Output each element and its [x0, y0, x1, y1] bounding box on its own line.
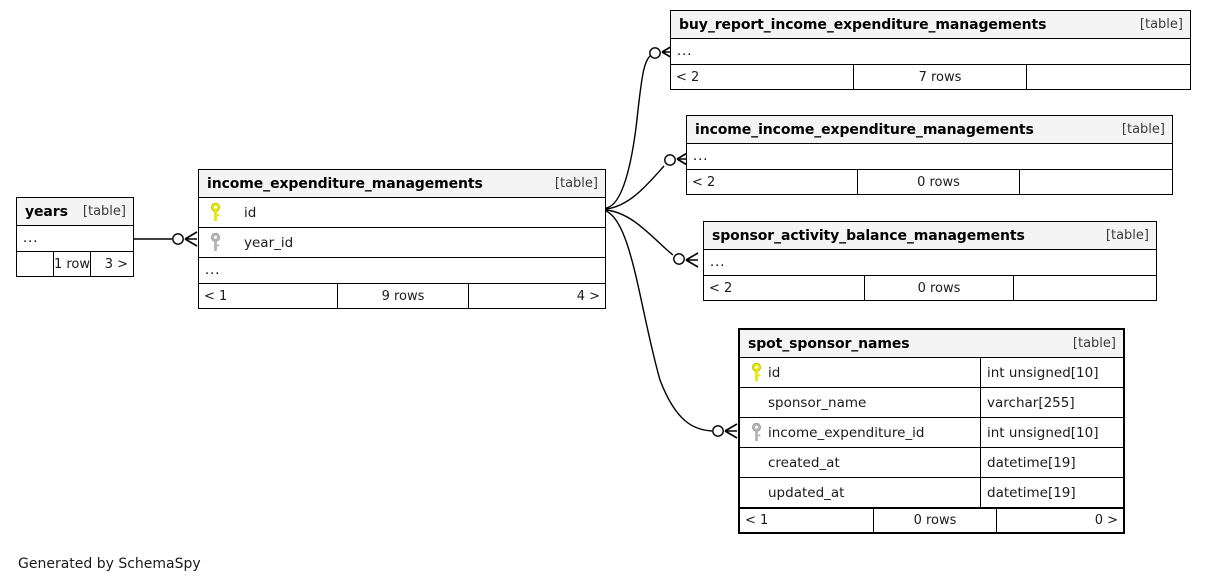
footer-parents-count: < 1 — [745, 513, 769, 528]
column-cell: id — [199, 198, 605, 227]
table-footer: < 2 0 rows — [687, 170, 1172, 194]
edge-income-expenditure-managements-to-buy-report — [605, 44, 675, 209]
column-name: id — [244, 204, 257, 221]
foreign-key-icon — [207, 233, 223, 252]
footer-row-count: 0 rows — [873, 509, 996, 532]
column-name: created_at — [768, 454, 840, 471]
hidden-columns-ellipsis: ... — [199, 258, 605, 284]
table-buy-report-income-expenditure-managements[interactable]: buy_report_income_expenditure_management… — [670, 10, 1191, 90]
table-header: years [table] — [17, 198, 133, 226]
table-kind-label: [table] — [82, 204, 126, 219]
footer-row-count: 1 row — [53, 252, 90, 276]
footer-row-count: 9 rows — [337, 284, 468, 308]
table-footer: < 1 0 rows 0 > — [740, 508, 1123, 532]
column-name: income_expenditure_id — [768, 424, 925, 441]
primary-key-icon — [207, 203, 223, 222]
table-sponsor-activity-balance-managements[interactable]: sponsor_activity_balance_managements [ta… — [703, 221, 1157, 301]
edge-years-to-income-expenditure-managements — [133, 231, 198, 247]
column-type: datetime[19] — [980, 478, 1123, 507]
column-cell: year_id — [199, 228, 605, 257]
table-row[interactable]: sponsor_name varchar[255] — [740, 388, 1123, 418]
column-type: int unsigned[10] — [980, 358, 1123, 387]
table-name: sponsor_activity_balance_managements — [712, 227, 1025, 244]
table-row[interactable]: id int unsigned[10] — [740, 358, 1123, 388]
footer-parents-count: < 2 — [692, 174, 716, 190]
footer-row-count: 0 rows — [857, 170, 1019, 194]
column-cell: income_expenditure_id — [740, 418, 980, 447]
column-cell: updated_at — [740, 478, 980, 507]
footer-children-count — [1026, 65, 1190, 89]
footer-row-count: 7 rows — [853, 65, 1026, 89]
table-kind-label: [table] — [1121, 122, 1165, 137]
table-row[interactable]: income_expenditure_id int unsigned[10] — [740, 418, 1123, 448]
column-name: id — [768, 364, 781, 381]
table-kind-label: [table] — [1139, 17, 1183, 32]
table-row[interactable]: created_at datetime[19] — [740, 448, 1123, 478]
table-header: buy_report_income_expenditure_management… — [671, 11, 1190, 39]
table-footer: 1 row 3 > — [17, 252, 133, 276]
hidden-columns-ellipsis: ... — [687, 144, 1172, 170]
table-spot-sponsor-names[interactable]: spot_sponsor_names [table] id int unsign… — [738, 328, 1125, 534]
table-name: years — [25, 203, 68, 220]
table-name: income_expenditure_managements — [207, 175, 483, 192]
column-type: varchar[255] — [980, 388, 1123, 417]
column-cell: created_at — [740, 448, 980, 477]
footer-row-count: 0 rows — [864, 276, 1013, 300]
column-name: sponsor_name — [768, 394, 867, 411]
table-row[interactable]: id — [199, 198, 605, 228]
table-header: income_expenditure_managements [table] — [199, 170, 605, 198]
foreign-key-icon — [748, 423, 764, 442]
footer-children-count: 0 > — [996, 509, 1123, 532]
column-name: year_id — [244, 234, 294, 251]
column-cell: id — [740, 358, 980, 387]
table-income-expenditure-managements[interactable]: income_expenditure_managements [table] i… — [198, 169, 606, 309]
footer-children-count — [1019, 170, 1172, 194]
footer-children-count: 4 > — [468, 284, 605, 308]
table-name: income_income_expenditure_managements — [695, 121, 1034, 138]
column-name: updated_at — [768, 484, 845, 501]
table-name: spot_sponsor_names — [748, 335, 910, 352]
table-kind-label: [table] — [1072, 336, 1116, 351]
primary-key-icon — [748, 363, 764, 382]
edge-income-expenditure-managements-to-income-income — [605, 151, 690, 210]
footer-parents-count: < 2 — [709, 280, 733, 296]
table-years[interactable]: years [table] ... 1 row 3 > — [16, 197, 134, 277]
diagram-caption: Generated by SchemaSpy — [18, 556, 201, 572]
column-type: int unsigned[10] — [980, 418, 1123, 447]
hidden-columns-ellipsis: ... — [704, 250, 1156, 276]
table-header: spot_sponsor_names [table] — [740, 330, 1123, 358]
footer-children-count: 3 > — [90, 252, 133, 276]
footer-children-count — [1013, 276, 1156, 300]
table-income-income-expenditure-managements[interactable]: income_income_expenditure_managements [t… — [686, 115, 1173, 195]
table-footer: < 2 0 rows — [704, 276, 1156, 300]
table-kind-label: [table] — [1105, 228, 1149, 243]
edge-income-expenditure-managements-to-sponsor-activity — [605, 209, 699, 268]
column-type: datetime[19] — [980, 448, 1123, 477]
table-row[interactable]: updated_at datetime[19] — [740, 478, 1123, 508]
table-footer: < 1 9 rows 4 > — [199, 284, 605, 308]
table-header: sponsor_activity_balance_managements [ta… — [704, 222, 1156, 250]
table-kind-label: [table] — [554, 176, 598, 191]
table-header: income_income_expenditure_managements [t… — [687, 116, 1172, 144]
hidden-columns-ellipsis: ... — [17, 226, 133, 252]
table-row[interactable]: year_id — [199, 228, 605, 258]
footer-parents-count: < 1 — [204, 288, 228, 304]
table-name: buy_report_income_expenditure_management… — [679, 16, 1047, 33]
column-cell: sponsor_name — [740, 388, 980, 417]
hidden-columns-ellipsis: ... — [671, 39, 1190, 65]
footer-parents-count: < 2 — [676, 69, 700, 85]
table-footer: < 2 7 rows — [671, 65, 1190, 89]
footer-parents-count — [17, 252, 53, 276]
